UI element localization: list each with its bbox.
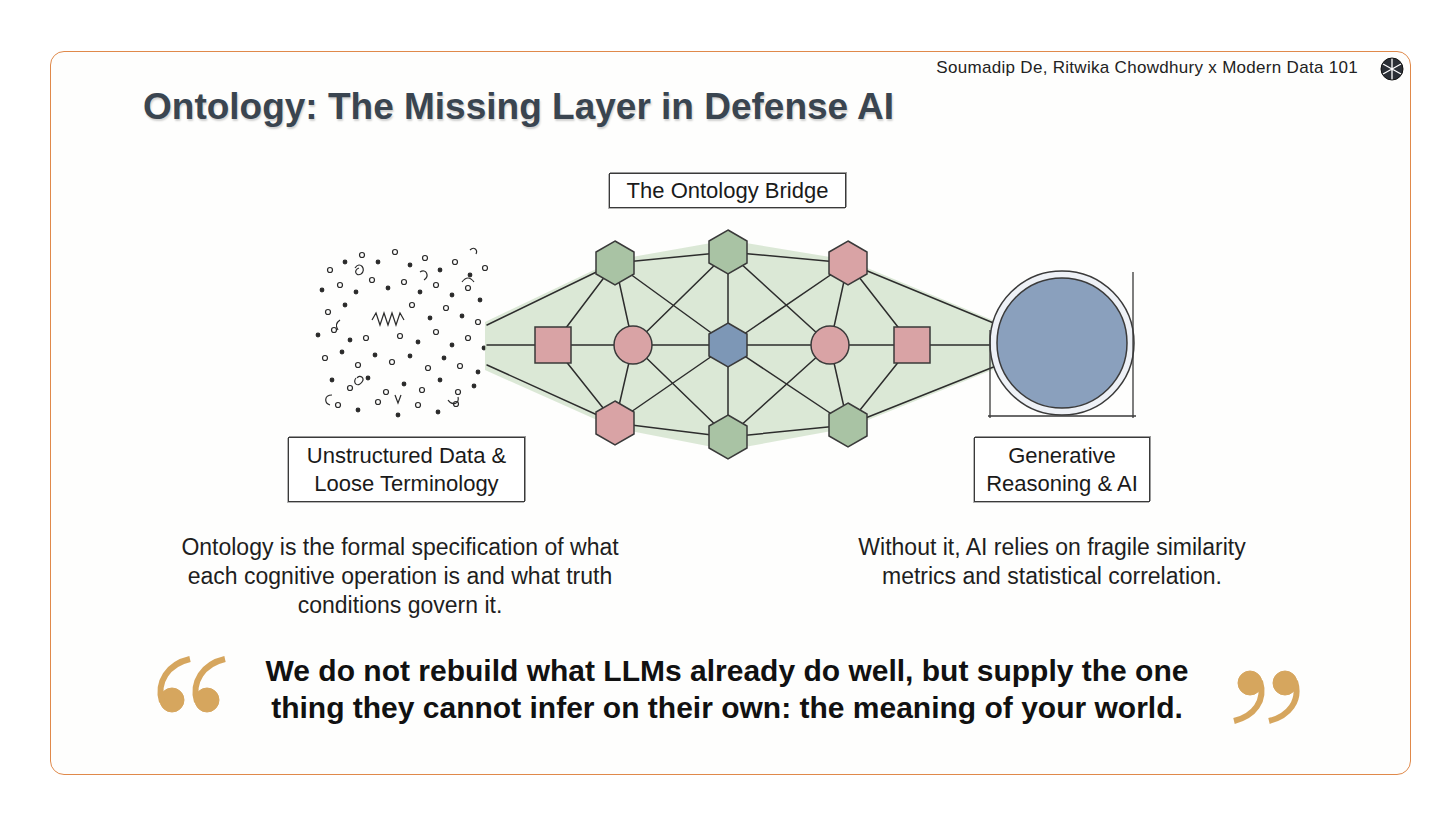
network-lines: [487, 252, 996, 437]
pull-quote: We do not rebuild what LLMs already do w…: [228, 652, 1226, 726]
label-box: Generative Reasoning & AI: [974, 437, 1150, 502]
box-label: Generative Reasoning & AI: [981, 442, 1143, 498]
network-shapes: [535, 230, 930, 459]
attribution: Soumadip De, Ritwika Chowdhury x Modern …: [700, 58, 1358, 78]
noise-cluster: [316, 248, 487, 416]
box-label: The Ontology Bridge: [627, 177, 829, 205]
slide-title: Ontology: The Missing Layer in Defense A…: [143, 86, 894, 128]
label-box: Unstructured Data & Loose Terminology: [288, 437, 525, 502]
label-box: The Ontology Bridge: [609, 173, 846, 208]
logo-icon: [1381, 58, 1403, 80]
body-text: Without it, AI relies on fragile similar…: [822, 533, 1282, 591]
box-label: Unstructured Data & Loose Terminology: [295, 442, 518, 498]
body-text: Ontology is the formal specification of …: [168, 533, 632, 620]
ai-circle: [988, 271, 1136, 418]
bridge-band: [485, 240, 997, 450]
